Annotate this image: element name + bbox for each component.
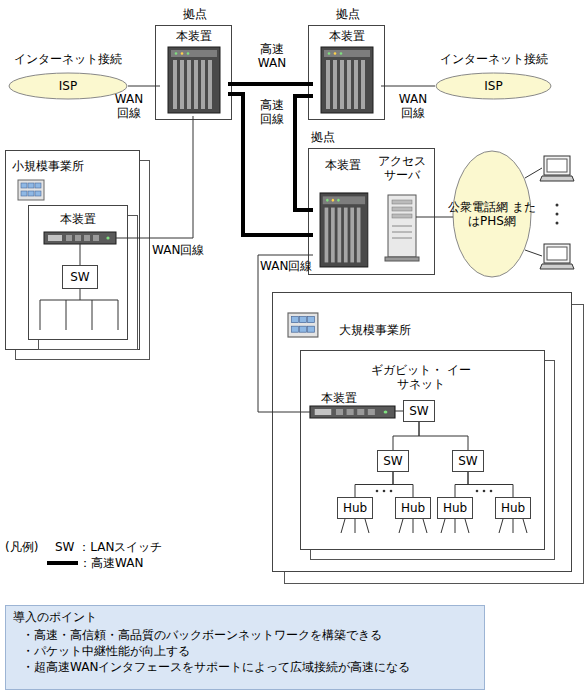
router: 本装置 <box>160 28 228 116</box>
node-text: 公衆電話網 またはPHS網 <box>448 200 536 228</box>
node-text: SW <box>378 454 408 468</box>
node-text: 本装置 <box>29 212 127 226</box>
site-box: 拠点本装置 <box>308 25 385 120</box>
node-text: Hub <box>396 501 430 515</box>
pc-icon <box>540 244 574 269</box>
wire <box>525 168 542 178</box>
wan-line <box>455 472 468 497</box>
wan-line <box>128 116 193 238</box>
node-text: 導入のポイント <box>13 610 97 624</box>
node-text: インターネット接続 <box>0 52 138 66</box>
ellipse-shape <box>9 73 127 99</box>
node-text: SW <box>63 270 97 284</box>
ellipsis-dots <box>556 213 559 216</box>
hub-box: Hub <box>437 497 473 519</box>
node-text: SW <box>453 454 483 468</box>
office-box: 大規模事業所ギガビット・ イーサネット本装置 SW SW SW Hub Hub Hub Hub <box>272 292 572 572</box>
node-text: 拠点 <box>311 130 351 144</box>
router: 本装置 <box>313 28 381 116</box>
site-box: 拠点本装置アクセス サーバ <box>308 148 435 275</box>
hub-box: Hub <box>495 497 531 519</box>
node-text: ギガビット・ イーサネット <box>371 363 471 391</box>
note-box: 導入のポイント・高速・高信頼・高品質のバックボーンネットワークを構築できる・パケ… <box>5 605 485 690</box>
lan-switch: SW <box>377 450 409 472</box>
lan-switch: SW <box>452 450 484 472</box>
phone-network: 公衆電話網 またはPHS網 <box>452 150 532 278</box>
node-text: インターネット接続 <box>424 52 563 66</box>
node-text: アクセス サーバ <box>372 154 432 182</box>
node-text: Hub <box>338 501 372 515</box>
site-box: 拠点本装置 <box>155 25 232 120</box>
high-speed-wan-line <box>295 96 313 210</box>
ellipsis-dots <box>556 204 559 207</box>
node-text: 本装置 <box>321 391 357 405</box>
access-server: アクセス サーバ <box>372 150 432 270</box>
legend-text: ：高速WAN <box>79 556 143 570</box>
node-text: 拠点 <box>156 7 233 21</box>
hub-box: Hub <box>395 497 431 519</box>
edge-label: WAN 回線 <box>112 92 146 120</box>
node-text: ・高速・高信頼・高品質のバックボーンネットワークを構築できる <box>22 628 382 642</box>
node-text: 大規模事業所 <box>339 323 411 337</box>
lan-switch: SW <box>62 265 98 289</box>
ellipsis-dots <box>556 222 559 225</box>
node-text: 本装置 <box>313 158 373 172</box>
wan-line <box>432 217 453 218</box>
legend-heading: (凡例) <box>5 540 38 554</box>
wan-line <box>258 255 313 412</box>
pc-icon <box>540 156 574 181</box>
office-box: 小規模事業所本装置 SW <box>5 150 140 350</box>
lan-switch: SW <box>403 400 435 422</box>
wan-line <box>393 472 413 497</box>
edge-label: 高速 WAN <box>254 42 290 70</box>
node-text: ・パケット中継性能が向上する <box>22 644 190 658</box>
node-text: Hub <box>438 501 472 515</box>
edge-label: 高速 回線 <box>254 98 290 126</box>
node-text: ISP <box>8 79 128 93</box>
node-text: 本装置 <box>313 29 381 43</box>
legend-line-sample <box>47 561 78 565</box>
legend-text: SW ：LANスイッチ <box>55 540 162 554</box>
hub-box: Hub <box>337 497 373 519</box>
high-speed-wan-line <box>228 82 313 86</box>
ellipse-shape <box>436 73 551 99</box>
wan-line <box>393 422 419 450</box>
isp-cloud: インターネット接続ISP <box>435 72 552 100</box>
node-text: 小規模事業所 <box>12 159 84 173</box>
edge-label: WAN回線 <box>260 259 312 273</box>
edge-label: WAN 回線 <box>396 92 430 120</box>
wan-line <box>355 472 393 497</box>
office-inner: ギガビット・ イーサネット本装置 SW SW SW Hub Hub Hub Hub <box>300 350 545 550</box>
node-text: SW <box>404 404 434 418</box>
wan-line <box>419 422 468 450</box>
router: 本装置 <box>313 150 373 270</box>
isp-cloud: インターネット接続ISP <box>8 72 128 100</box>
high-speed-wan-line <box>228 94 313 235</box>
wan-line <box>381 86 435 87</box>
node-text: ・超高速WANインタフェースをサポートによって広域接続が高速になる <box>22 660 410 674</box>
office-inner: 本装置 SW <box>28 205 128 340</box>
edge-label: WAN回線 <box>152 243 204 257</box>
wan-line <box>128 86 160 87</box>
node-text: ISP <box>435 79 552 93</box>
wan-line <box>468 472 513 497</box>
node-text: 拠点 <box>309 7 386 21</box>
node-text: 本装置 <box>160 29 228 43</box>
node-text: Hub <box>496 501 530 515</box>
wire <box>525 250 542 256</box>
